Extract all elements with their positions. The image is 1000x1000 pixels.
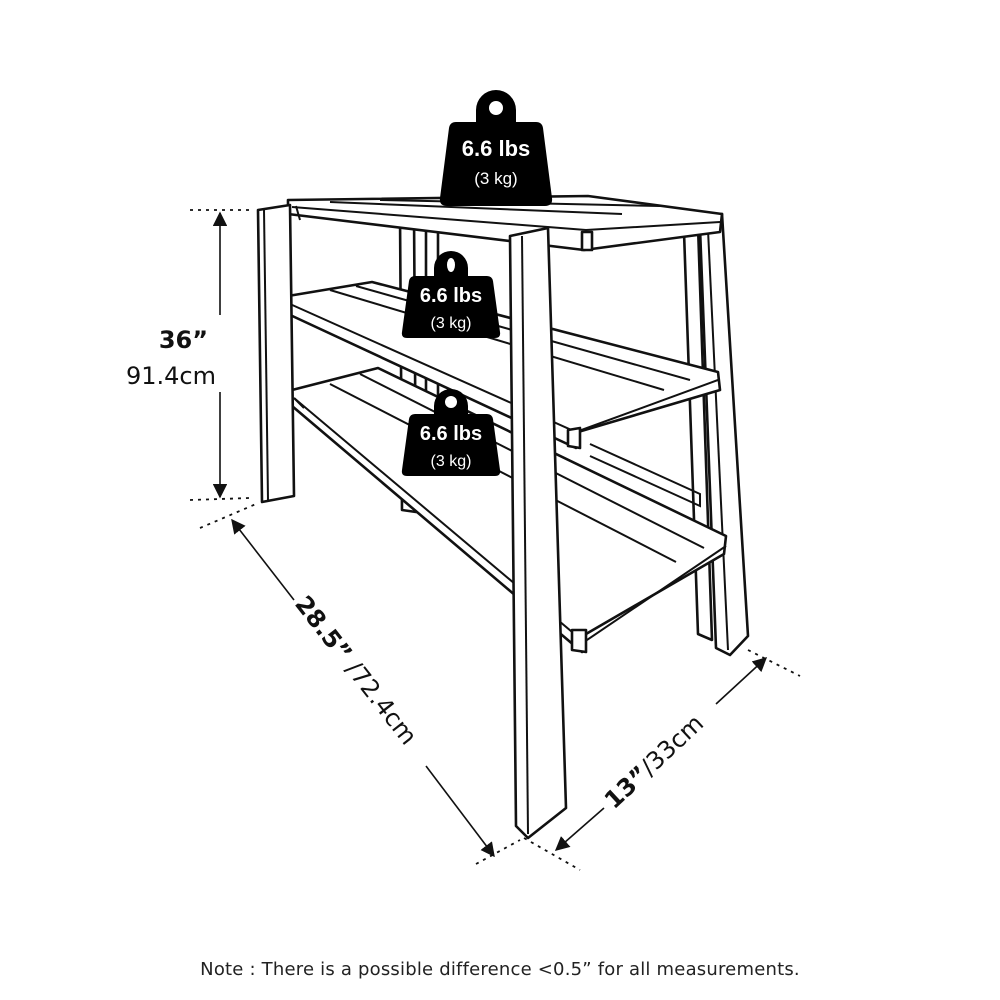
height-imperial: 36” (159, 326, 208, 354)
weight-top-lbs: 6.6 lbs (462, 136, 530, 161)
weight-icon (401, 389, 501, 476)
weight-bottom-kg: (3 kg) (431, 453, 472, 470)
bottom-shelf (290, 366, 728, 654)
front-right-leg (508, 226, 568, 840)
shelf-drawing (256, 194, 750, 840)
measurement-note: Note : There is a possible difference <0… (200, 959, 800, 980)
length-imperial: 28.5” (289, 590, 357, 666)
back-right-leg (682, 212, 750, 657)
height-metric: 91.4cm (126, 362, 216, 390)
middle-shelf (286, 280, 722, 450)
weight-middle: 6.6 lbs (3 kg) (401, 251, 501, 338)
depth-metric: 33cm (641, 709, 709, 775)
weight-top: 6.6 lbs (3 kg) (439, 90, 553, 206)
front-left-leg (256, 203, 296, 504)
weight-middle-kg: (3 kg) (431, 315, 472, 332)
back-stretcher (589, 443, 701, 508)
length-metric: 72.4cm (345, 662, 422, 750)
weight-bottom-lbs: 6.6 lbs (420, 423, 482, 445)
weight-bottom: 6.6 lbs (3 kg) (401, 389, 501, 476)
height-dimension: 36” 91.4cm (126, 209, 251, 501)
weight-icon (439, 90, 553, 206)
weight-icon (401, 251, 501, 338)
svg-text:28.5” /72.4cm: 28.5” /72.4cm (289, 590, 422, 750)
weight-middle-lbs: 6.6 lbs (420, 285, 482, 307)
weight-top-kg: (3 kg) (474, 169, 517, 188)
svg-text:13”/33cm: 13”/33cm (599, 709, 709, 814)
